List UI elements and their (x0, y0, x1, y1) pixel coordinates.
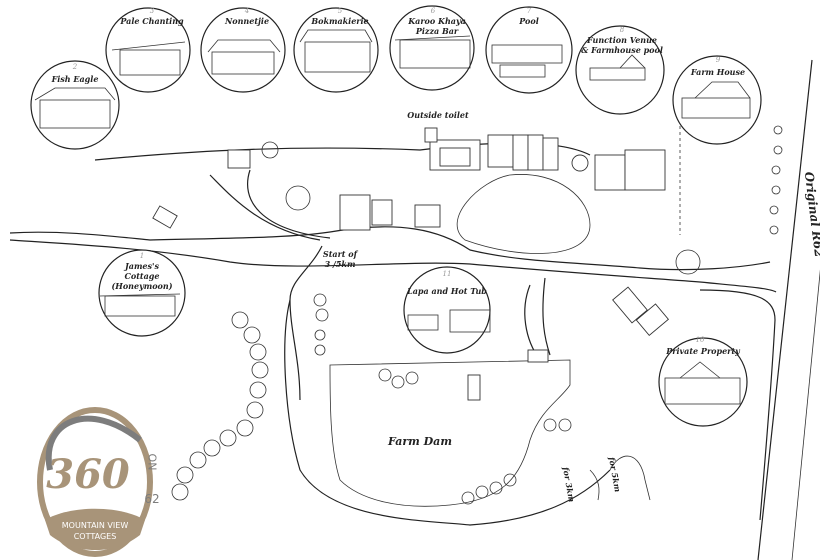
svg-text:360: 360 (46, 451, 130, 498)
location-private-property[interactable]: Private Property (665, 346, 741, 356)
location-number: 4 (244, 7, 249, 15)
location-karoo-khaya[interactable]: Karoo Khaya Pizza Bar (407, 16, 466, 36)
svg-text:Function Venue: Function Venue (586, 35, 657, 45)
farm-dam-label: Farm Dam (387, 435, 452, 448)
svg-text:(Honeymoon): (Honeymoon) (112, 281, 173, 291)
location-function-venue[interactable]: Function Venue & Farmhouse pool (581, 35, 663, 55)
location-number: 3 (150, 7, 155, 15)
svg-text:ON: ON (146, 454, 159, 471)
svg-text:COTTAGES: COTTAGES (74, 532, 117, 541)
start-label-line2: 3 /5km (325, 259, 356, 269)
svg-text:Karoo Khaya: Karoo Khaya (407, 16, 466, 26)
location-number: 1 (140, 252, 144, 260)
location-number: 10 (696, 336, 705, 344)
svg-text:James's: James's (123, 261, 159, 271)
start-label-line1: Start of (323, 249, 359, 259)
trail-5km-label: for 5km (607, 455, 623, 493)
svg-text:MOUNTAIN VIEW: MOUNTAIN VIEW (62, 521, 129, 530)
r62-road (757, 59, 820, 560)
logo: 360 ON 62 MOUNTAIN VIEW COTTAGES (37, 407, 160, 557)
location-farm-house[interactable]: Farm House (690, 67, 745, 77)
vignettes (30, 5, 762, 427)
trees (171, 125, 783, 505)
location-number: 2 (72, 63, 78, 71)
outside-toilet-label: Outside toilet (407, 110, 469, 120)
location-fish-eagle[interactable]: Fish Eagle (51, 74, 99, 84)
location-number: 11 (443, 270, 452, 278)
svg-text:62: 62 (144, 492, 159, 506)
location-number: 8 (620, 26, 625, 34)
location-nonnetjie[interactable]: Nonnetjie (224, 16, 269, 26)
buildings (152, 127, 701, 401)
svg-text:& Farmhouse pool: & Farmhouse pool (581, 45, 663, 55)
location-pale-chanting[interactable]: Pale Chanting (119, 16, 184, 26)
svg-text:Pizza Bar: Pizza Bar (415, 26, 459, 36)
location-number: 6 (431, 7, 436, 15)
tracks (9, 120, 777, 526)
trail-3km-label: for 3km (561, 465, 577, 503)
location-bokmakierie[interactable]: Bokmakierie (310, 16, 368, 26)
svg-text:Cottage: Cottage (125, 271, 160, 281)
location-lapa-hot-tub[interactable]: Lapa and Hot Tub (406, 286, 487, 296)
location-number: 5 (338, 7, 343, 15)
road-label: Original R62 (802, 171, 820, 258)
location-pool[interactable]: Pool (518, 16, 539, 26)
location-number: 9 (716, 56, 721, 64)
location-number: 7 (527, 7, 532, 15)
location-james-cottage[interactable]: James's Cottage (Honeymoon) (112, 261, 173, 291)
